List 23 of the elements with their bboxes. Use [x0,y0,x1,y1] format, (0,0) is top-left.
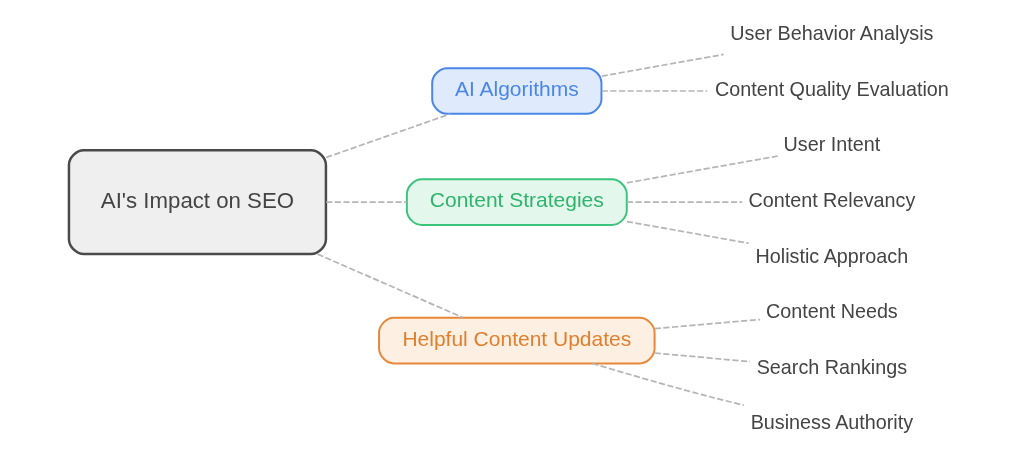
node-text: User Intent [783,133,880,156]
node-text: Content Relevancy [747,188,915,211]
connector [625,220,750,245]
connector [316,253,464,319]
connector [324,113,451,159]
node-box: Helpful Content Updates [377,316,656,365]
node-box: Content Strategies [405,178,628,227]
connector [600,90,708,92]
node-text: Business Authority [750,411,913,434]
connector [324,201,407,204]
connector [625,155,779,184]
node-text: Content Quality Evaluation [714,77,949,100]
node-text: User Behavior Analysis [729,22,933,45]
node-box: AI's Impact on SEO [67,149,327,256]
connector [653,352,751,363]
node-box: AI Algorithms [430,67,602,115]
connector [600,53,724,77]
connector [653,318,761,330]
connector [625,201,743,204]
node-text: Holistic Approach [755,244,908,267]
node-text: Search Rankings [756,355,907,378]
node-text: Content Needs [765,300,898,323]
connector [591,362,745,407]
